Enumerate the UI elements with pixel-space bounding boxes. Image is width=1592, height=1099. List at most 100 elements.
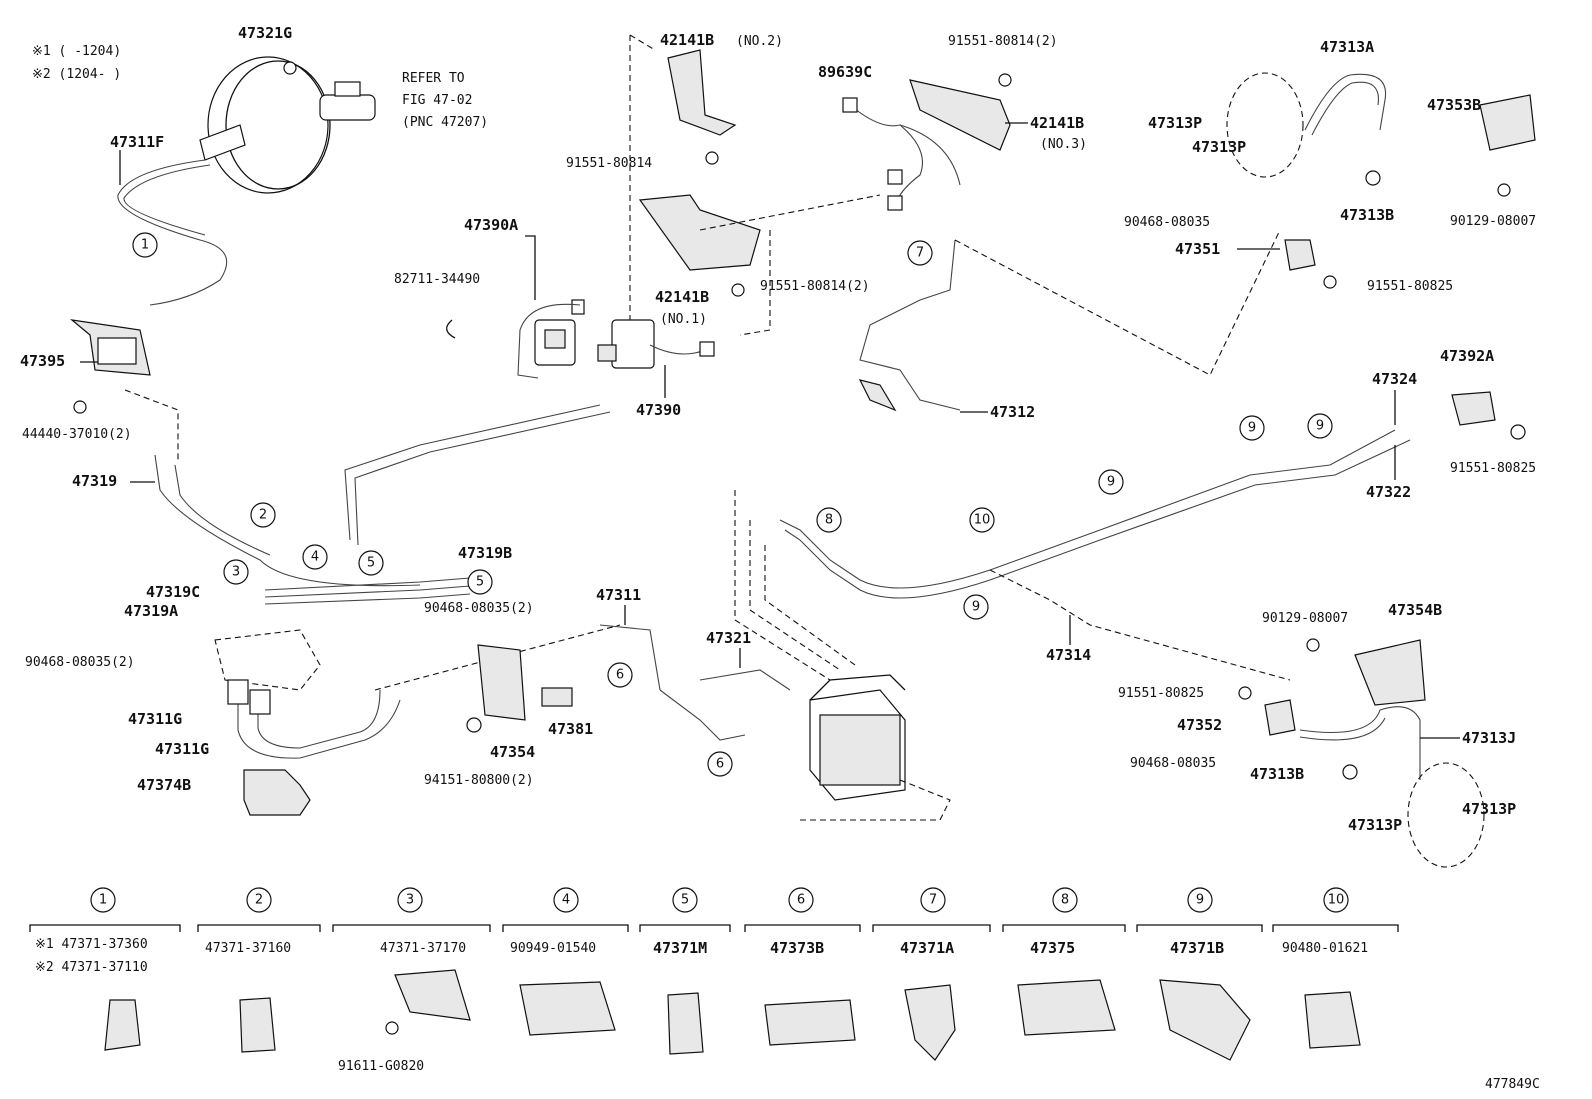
svg-text:9: 9 bbox=[972, 600, 980, 615]
part-42141B-no1: 42141B bbox=[655, 288, 709, 306]
svg-text:8: 8 bbox=[825, 513, 833, 528]
svg-text:9: 9 bbox=[1248, 421, 1256, 436]
svg-text:47371M: 47371M bbox=[653, 939, 707, 957]
diagram-id: 477849C bbox=[1485, 1077, 1540, 1092]
part-89639C: 89639C bbox=[818, 63, 872, 81]
refer-line-1: REFER TO bbox=[402, 71, 465, 86]
legend-10: 10 90480-01621 bbox=[1272, 887, 1399, 1049]
part-47392A: 47392A bbox=[1440, 347, 1494, 365]
part-47390: 47390 bbox=[636, 401, 681, 419]
svg-text:2: 2 bbox=[255, 893, 263, 908]
svg-text:6: 6 bbox=[616, 668, 624, 683]
part-47390A: 47390A bbox=[464, 216, 518, 234]
svg-text:9: 9 bbox=[1107, 475, 1115, 490]
svg-text:5: 5 bbox=[476, 575, 484, 590]
svg-text:47375: 47375 bbox=[1030, 939, 1075, 957]
part-44440: 44440-37010(2) bbox=[22, 427, 132, 442]
svg-text:5: 5 bbox=[367, 556, 375, 571]
refer-line-2: FIG 47-02 bbox=[402, 93, 472, 108]
callout-8: 8 bbox=[816, 507, 842, 533]
part-47351: 47351 bbox=[1175, 240, 1220, 258]
callout-9c: 9 bbox=[1098, 469, 1124, 495]
part-47322: 47322 bbox=[1366, 483, 1411, 501]
legend-5: 5 47371M bbox=[639, 887, 731, 1055]
callout-3: 3 bbox=[223, 559, 249, 585]
part-47321G: 47321G bbox=[238, 24, 292, 42]
part-47313P-2: 47313P bbox=[1192, 138, 1246, 156]
refer-line-3: (PNC 47207) bbox=[402, 115, 488, 130]
svg-text:7: 7 bbox=[929, 893, 937, 908]
part-47353B: 47353B bbox=[1427, 96, 1481, 114]
svg-text:6: 6 bbox=[797, 893, 805, 908]
part-47312: 47312 bbox=[990, 403, 1035, 421]
svg-text:2: 2 bbox=[259, 508, 267, 523]
callout-1: 1 bbox=[132, 232, 158, 258]
legend-1: 1 ※1 47371-37360 ※2 47371-37110 bbox=[29, 887, 181, 1051]
svg-text:5: 5 bbox=[681, 893, 689, 908]
svg-text:47373B: 47373B bbox=[770, 939, 824, 957]
part-47374B: 47374B bbox=[137, 776, 191, 794]
callout-6a: 6 bbox=[607, 662, 633, 688]
svg-text:3: 3 bbox=[232, 565, 240, 580]
part-90468-c: 90468-08035 bbox=[1124, 215, 1210, 230]
svg-text:※2 47371-37110: ※2 47371-37110 bbox=[35, 960, 148, 975]
svg-text:※1 47371-37360: ※1 47371-37360 bbox=[35, 937, 148, 952]
svg-text:10: 10 bbox=[974, 513, 991, 528]
part-47313A: 47313A bbox=[1320, 38, 1374, 56]
part-91551-80825-a: 91551-80825 bbox=[1367, 279, 1453, 294]
svg-text:9: 9 bbox=[1196, 893, 1204, 908]
svg-text:10: 10 bbox=[1328, 893, 1345, 908]
legend-7: 7 47371A bbox=[872, 887, 991, 1061]
part-47311F: 47311F bbox=[110, 133, 164, 151]
note-2: ※2 (1204- ) bbox=[32, 67, 121, 82]
callout-9d: 9 bbox=[963, 594, 989, 620]
svg-text:1: 1 bbox=[141, 238, 149, 253]
legend-4: 4 90949-01540 bbox=[502, 887, 629, 1036]
part-47311G-1: 47311G bbox=[128, 710, 182, 728]
part-47352: 47352 bbox=[1177, 716, 1222, 734]
part-47311G-2: 47311G bbox=[155, 740, 209, 758]
svg-text:90480-01621: 90480-01621 bbox=[1282, 941, 1368, 956]
part-47313P-4: 47313P bbox=[1462, 800, 1516, 818]
part-91551-80814-c: 91551-80814(2) bbox=[948, 34, 1058, 49]
label-no2: (NO.2) bbox=[736, 34, 783, 49]
part-47313B-2: 47313B bbox=[1250, 765, 1304, 783]
svg-text:47371-37170: 47371-37170 bbox=[380, 941, 466, 956]
svg-text:47371-37160: 47371-37160 bbox=[205, 941, 291, 956]
callout-5b: 5 bbox=[467, 569, 493, 595]
svg-text:90949-01540: 90949-01540 bbox=[510, 941, 596, 956]
part-47354B: 47354B bbox=[1388, 601, 1442, 619]
svg-text:9: 9 bbox=[1316, 419, 1324, 434]
part-91551-80814-a: 91551-80814 bbox=[566, 156, 652, 171]
svg-text:47371B: 47371B bbox=[1170, 939, 1224, 957]
part-42141B-no3: 42141B bbox=[1030, 114, 1084, 132]
part-47395: 47395 bbox=[20, 352, 65, 370]
part-90129-b: 90129-08007 bbox=[1262, 611, 1348, 626]
svg-text:4: 4 bbox=[562, 893, 570, 908]
part-47314: 47314 bbox=[1046, 646, 1091, 664]
part-90468-b: 90468-08035(2) bbox=[25, 655, 135, 670]
callout-9a: 9 bbox=[1239, 415, 1265, 441]
part-91551-80825-b: 91551-80825 bbox=[1450, 461, 1536, 476]
part-47354: 47354 bbox=[490, 743, 535, 761]
part-47319: 47319 bbox=[72, 472, 117, 490]
svg-text:1: 1 bbox=[99, 893, 107, 908]
part-90129-a: 90129-08007 bbox=[1450, 214, 1536, 229]
label-no3: (NO.3) bbox=[1040, 137, 1087, 152]
part-47313P-3: 47313P bbox=[1348, 816, 1402, 834]
legend-9: 9 47371B bbox=[1136, 887, 1263, 1061]
legend-2: 2 47371-37160 bbox=[197, 887, 321, 1053]
brake-booster bbox=[199, 56, 376, 194]
callout-4: 4 bbox=[302, 544, 328, 570]
callout-7: 7 bbox=[907, 240, 933, 266]
svg-text:91611-G0820: 91611-G0820 bbox=[338, 1059, 424, 1074]
part-47381: 47381 bbox=[548, 720, 593, 738]
callout-2: 2 bbox=[250, 502, 276, 528]
svg-text:6: 6 bbox=[716, 757, 724, 772]
callout-9b: 9 bbox=[1307, 413, 1333, 439]
part-91551-80825-c: 91551-80825 bbox=[1118, 686, 1204, 701]
valve-47390A bbox=[534, 299, 585, 366]
part-47313P-1: 47313P bbox=[1148, 114, 1202, 132]
bracket-47395 bbox=[69, 319, 151, 376]
